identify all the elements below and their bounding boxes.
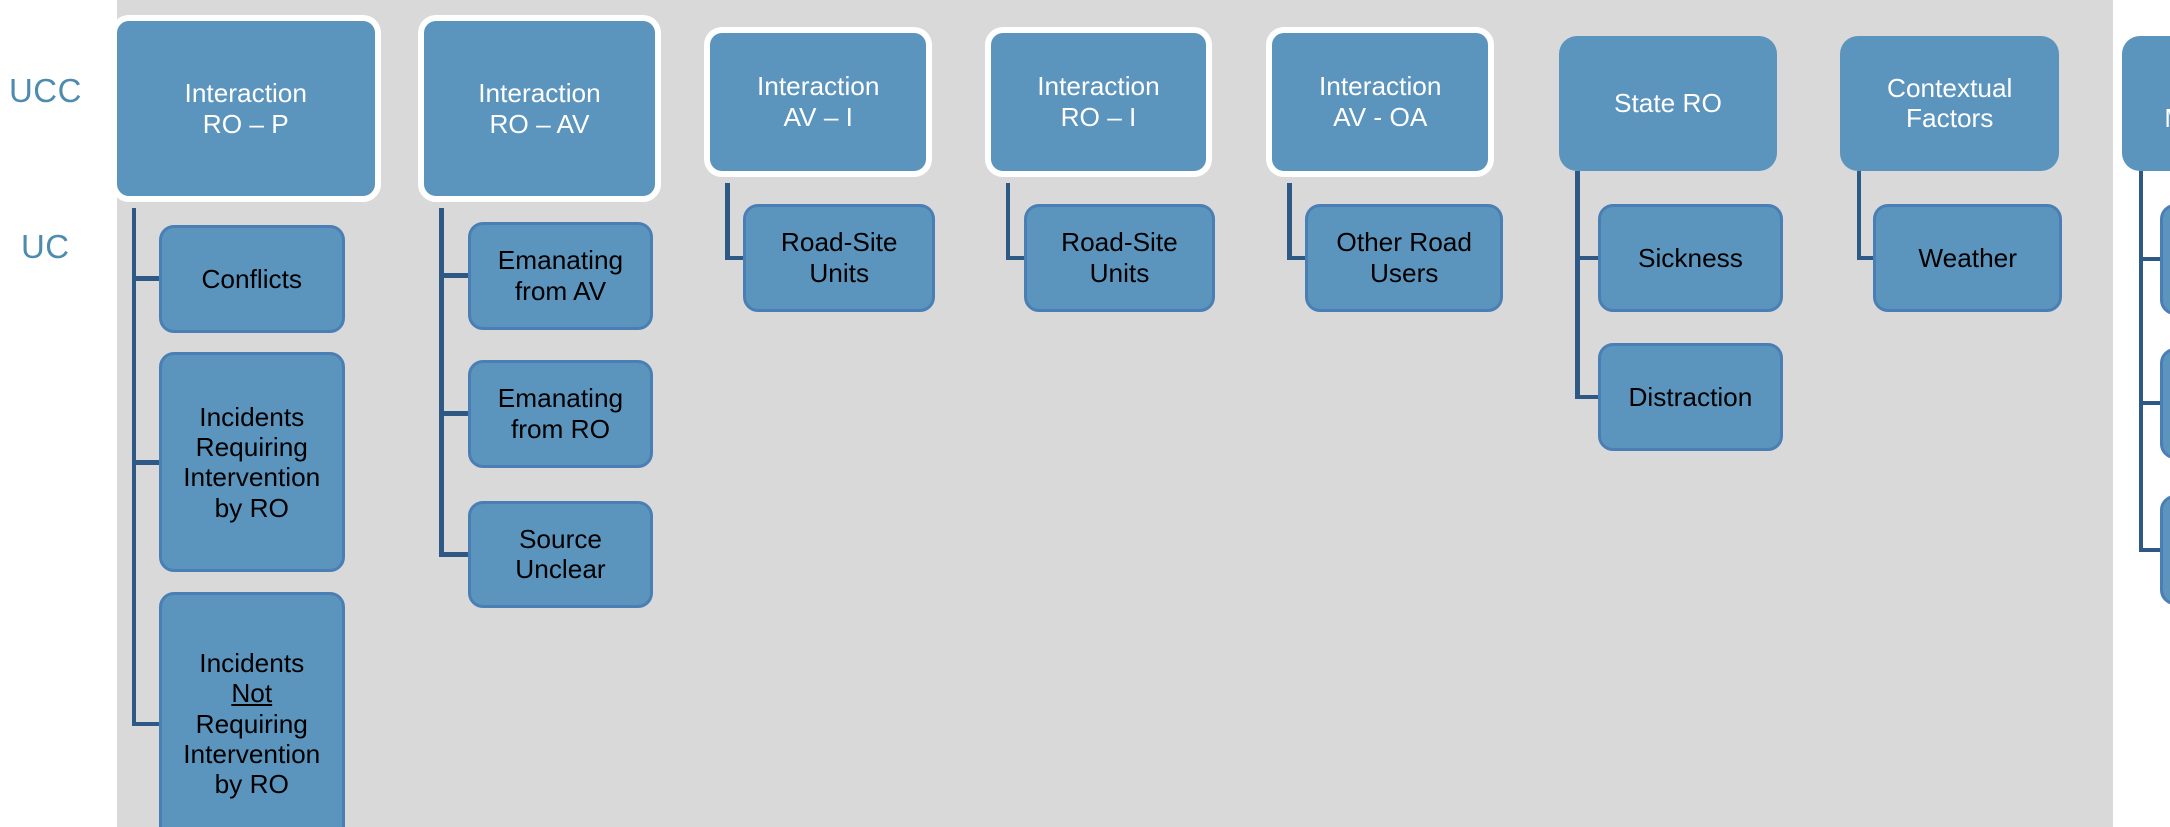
connector-branch-interaction-ro-p-1	[131, 460, 165, 465]
connector-branch-contextual-factors-0	[1856, 255, 1880, 260]
node-state-ro-child-1[interactable]: Distraction	[1597, 343, 1784, 452]
node-label: TechnicalMalfunction	[2158, 73, 2170, 134]
connector-branch-interaction-ro-av-1	[439, 411, 474, 416]
connector-trunk-state-ro	[1575, 170, 1580, 398]
connector-branch-technical-malfunction-2	[2138, 547, 2166, 553]
connector-branch-technical-malfunction-0	[2138, 257, 2166, 262]
connector-branch-technical-malfunction-1	[2138, 400, 2166, 406]
connector-branch-state-ro-0	[1575, 255, 1604, 260]
connector-trunk-interaction-ro-i	[1005, 182, 1011, 258]
axis-label-ucc: UCC	[8, 71, 82, 109]
node-contextual-factors-child-0[interactable]: Weather	[1873, 203, 2063, 312]
connector-branch-interaction-av-i-0	[725, 255, 750, 260]
connector-trunk-interaction-ro-av	[439, 208, 444, 555]
connector-trunk-interaction-ro-p	[131, 208, 137, 724]
connector-branch-interaction-av-oa-0	[1287, 255, 1312, 260]
connector-branch-interaction-ro-av-2	[439, 552, 474, 557]
node-technical-malfunction-child-2[interactable]: UnknownCause	[2159, 494, 2170, 606]
node-technical-malfunction[interactable]: TechnicalMalfunction	[2122, 35, 2170, 171]
node-label: Conflicts	[201, 263, 303, 294]
node-state-ro[interactable]: State RO	[1558, 35, 1778, 171]
connector-branch-interaction-ro-i-0	[1005, 255, 1030, 260]
connector-trunk-interaction-av-oa	[1287, 182, 1292, 258]
connector-branch-interaction-ro-p-2	[131, 721, 165, 727]
axis-label-uc: UC	[20, 227, 70, 265]
connector-branch-interaction-ro-av-0	[439, 273, 474, 278]
node-label: Sickness	[1637, 242, 1743, 273]
node-technical-malfunction-child-1[interactable]: ExternalCause	[2159, 347, 2170, 459]
node-label: Distraction	[1628, 381, 1753, 412]
node-technical-malfunction-child-0[interactable]: InternalCause	[2159, 203, 2170, 315]
connector-trunk-interaction-av-i	[725, 182, 730, 258]
connector-branch-interaction-ro-p-0	[131, 276, 165, 281]
connector-trunk-technical-malfunction	[2138, 170, 2143, 550]
node-label: Weather	[1918, 242, 2017, 273]
node-interaction-ro-p-child-0[interactable]: Conflicts	[158, 224, 345, 333]
node-label: State RO	[1614, 88, 1722, 119]
node-state-ro-child-0[interactable]: Sickness	[1597, 203, 1784, 312]
connector-branch-state-ro-1	[1575, 394, 1604, 400]
connector-trunk-contextual-factors	[1856, 170, 1862, 258]
